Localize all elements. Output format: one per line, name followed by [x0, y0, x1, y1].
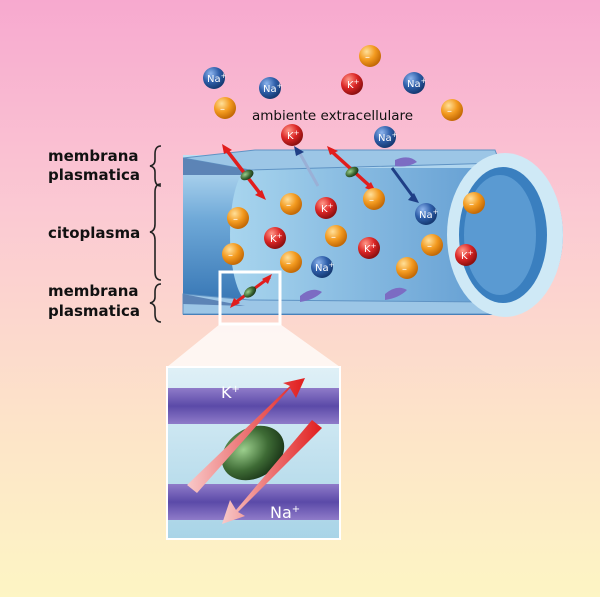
svg-text:K+: K+ [461, 249, 474, 262]
svg-text:–: – [469, 199, 474, 210]
svg-text:–: – [286, 258, 291, 269]
ion-anion: – [363, 188, 385, 210]
ion-sodium: Na+ [374, 126, 398, 148]
ion-sodium: Na+ [311, 256, 335, 278]
potassium-arrow [187, 378, 305, 493]
ion-anion: – [359, 45, 381, 67]
ion-anion: – [325, 225, 347, 247]
ions: Na+ Na+ K+ – Na+ – – K+ Na+ – K+ – Na+ – [203, 45, 485, 279]
ion-sodium: Na+ [259, 77, 283, 99]
ion-anion: – [280, 193, 302, 215]
ion-sodium: Na+ [403, 72, 427, 94]
svg-text:–: – [365, 52, 370, 63]
zoom-sodium-label: Na+ [270, 503, 300, 522]
ion-anion: – [280, 251, 302, 273]
svg-text:membrana: membrana [48, 147, 139, 165]
svg-text:–: – [233, 214, 238, 225]
ion-anion: – [396, 257, 418, 279]
svg-text:membrana: membrana [48, 282, 139, 300]
svg-text:Na+: Na+ [207, 72, 227, 85]
svg-text:plasmatica: plasmatica [48, 166, 140, 184]
zoom-inset: K+ Na+ [166, 366, 341, 540]
svg-text:Na+: Na+ [419, 208, 439, 221]
svg-text:K+: K+ [270, 232, 283, 245]
membrane-transport-arrows [222, 144, 419, 308]
svg-text:–: – [228, 250, 233, 261]
ion-potassium: K+ [315, 197, 337, 219]
svg-text:–: – [427, 241, 432, 252]
cytoplasm-brace [149, 183, 162, 281]
membrane-bottom-brace [149, 283, 162, 323]
svg-text:–: – [220, 104, 225, 115]
svg-text:–: – [369, 195, 374, 206]
membrane-top-brace [149, 145, 162, 187]
zoom-connector [167, 324, 340, 367]
svg-text:–: – [286, 200, 291, 211]
ion-sodium: Na+ [203, 67, 227, 89]
ion-potassium: K+ [264, 227, 286, 249]
ion-anion: – [463, 192, 485, 214]
ion-potassium: K+ [455, 244, 477, 266]
membrane-bottom-label: membrana plasmatica [48, 282, 140, 320]
cytoplasm-label: citoplasma [48, 224, 140, 242]
ion-sodium: Na+ [415, 203, 439, 225]
svg-text:plasmatica: plasmatica [48, 302, 140, 320]
svg-text:–: – [447, 106, 452, 117]
cell-tube [182, 149, 563, 317]
svg-text:Na+: Na+ [263, 82, 283, 95]
ion-potassium: K+ [281, 124, 303, 146]
ion-anion: – [227, 207, 249, 229]
zoom-potassium-label: K+ [221, 383, 240, 402]
svg-text:–: – [402, 264, 407, 275]
svg-text:Na+: Na+ [407, 77, 427, 90]
ion-anion: – [441, 99, 463, 121]
ion-anion: – [421, 234, 443, 256]
svg-text:K+: K+ [287, 129, 300, 142]
svg-text:Na+: Na+ [315, 261, 335, 274]
svg-text:K+: K+ [347, 78, 360, 91]
ion-potassium: K+ [341, 73, 363, 95]
ion-potassium: K+ [358, 237, 380, 259]
svg-text:K+: K+ [364, 242, 377, 255]
svg-text:Na+: Na+ [378, 131, 398, 144]
ion-anion: – [222, 243, 244, 265]
membrane-top-label: membrana plasmatica [48, 147, 140, 184]
svg-text:–: – [331, 232, 336, 243]
svg-text:K+: K+ [321, 202, 334, 215]
ion-anion: – [214, 97, 236, 119]
extracellular-label: ambiente extracellulare [252, 108, 413, 124]
sodium-arrow [222, 420, 322, 524]
